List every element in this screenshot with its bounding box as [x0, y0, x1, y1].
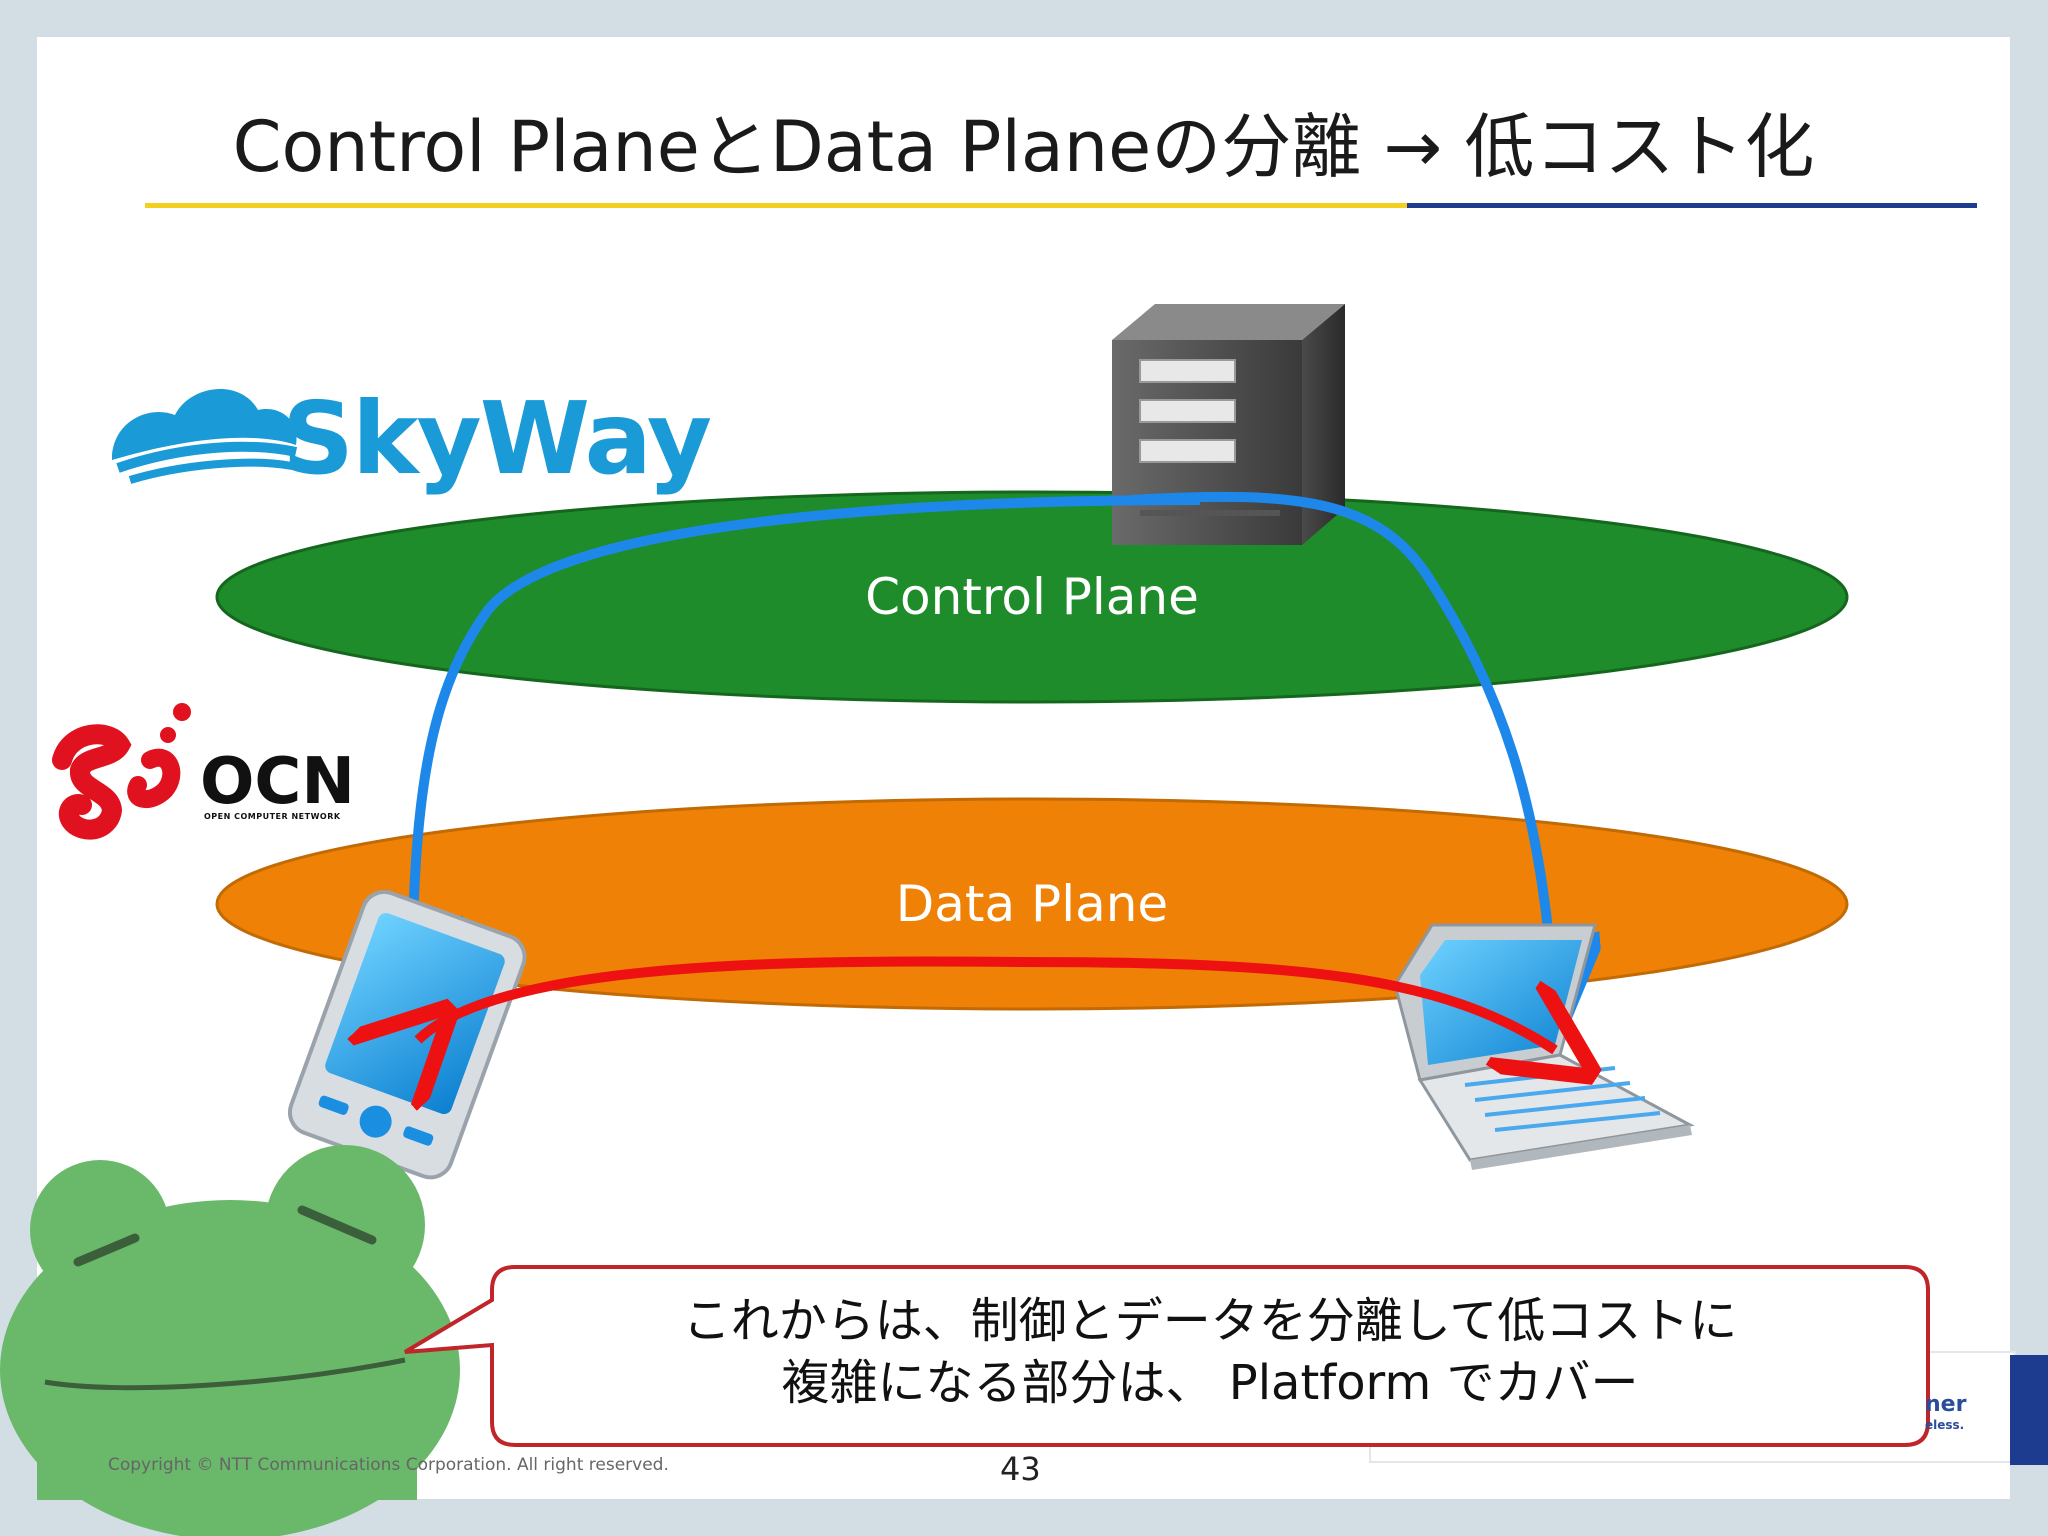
speech-line-2: 複雑になる部分は、 Platform でカバー: [781, 1355, 1639, 1411]
speech-line-1: これからは、制御とデータを分離して低コストに: [682, 1293, 1738, 1349]
partner-badge-text: ner: [1925, 1392, 1967, 1417]
ocn-logo-subtitle: OPEN COMPUTER NETWORK: [204, 812, 341, 821]
ocn-logo-text: OCN: [200, 745, 355, 819]
control-plane-label: Control Plane: [865, 568, 1199, 626]
title-rule-yellow: [145, 203, 1407, 208]
data-plane-label: Data Plane: [895, 875, 1169, 933]
skyway-logo-text: SkyWay: [282, 380, 712, 497]
frog-character-icon: [0, 1145, 460, 1536]
page-number: 43: [1000, 1450, 1041, 1488]
ocn-mark-icon: [52, 703, 191, 840]
slide-title: Control PlaneとData Planeの分離 → 低コスト化: [232, 106, 1815, 188]
speech-bubble: [403, 1265, 1930, 1447]
signaling-arrow-to-phone: [412, 495, 1201, 965]
media-arrow: [418, 956, 1555, 1050]
partner-badge-subtext: eless.: [1925, 1418, 1965, 1432]
partner-badge-accent: [2010, 1355, 2048, 1465]
server-icon: [1112, 304, 1345, 545]
title-rule-blue: [1407, 203, 1977, 208]
speech-bubble-text: これからは、制御とデータを分離して低コストに 複雑になる部分は、 Platfor…: [495, 1290, 1925, 1414]
skyway-cloud-icon: [112, 389, 298, 484]
footer-copyright: Copyright © NTT Communications Corporati…: [108, 1455, 669, 1475]
signaling-arrow-to-laptop: [1129, 491, 1553, 985]
